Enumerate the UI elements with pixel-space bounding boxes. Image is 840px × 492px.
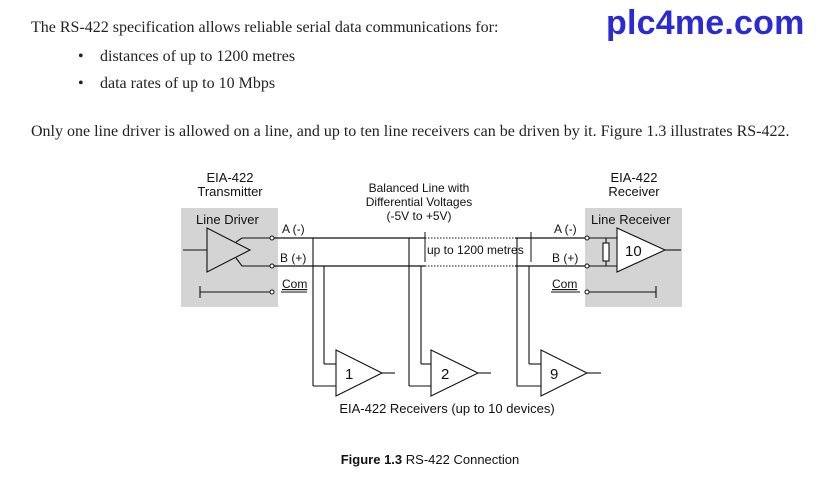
terminal-com-left <box>269 289 275 295</box>
bullet-icon: • <box>78 75 84 92</box>
list-item: • distances of up to 1200 metres <box>78 47 295 74</box>
transmitter-box <box>181 208 278 307</box>
line-receiver-label: Line Receiver <box>591 212 671 227</box>
bullet-list: • distances of up to 1200 metres • data ra… <box>78 47 295 101</box>
b-right-label: B (+) <box>552 251 578 265</box>
figure-title: RS-422 Connection <box>405 452 520 467</box>
line-voltage-label: (-5V to +5V) <box>386 209 451 223</box>
receiver-9-icon <box>540 349 589 397</box>
receiver-1-label: 1 <box>345 366 353 383</box>
paragraph-text: Only one line driver is allowed on a lin… <box>31 123 790 140</box>
receiver-number-label: 10 <box>625 243 642 260</box>
a-left-label: A (-) <box>282 222 305 236</box>
terminating-resistor-icon <box>602 242 610 262</box>
figure-label: Figure 1.3 <box>340 452 403 467</box>
terminal-b-left <box>269 263 275 269</box>
receiver-subtitle: Receiver <box>608 184 660 199</box>
terminal-a-left <box>269 235 275 241</box>
receiver-2-icon <box>430 349 480 397</box>
com-left-label: Com <box>282 277 307 291</box>
com-right-label: Com <box>552 277 577 291</box>
receiver-1-icon <box>335 349 384 397</box>
terminal-b-right <box>584 263 590 269</box>
bullet-text: data rates of up to 10 Mbps <box>100 75 276 92</box>
line-title: Balanced Line with <box>369 181 470 195</box>
line-subtitle: Differential Voltages <box>366 195 473 209</box>
brand-watermark: plc4me.com <box>606 4 805 42</box>
driver-a-wire <box>235 237 270 243</box>
receiver-title: EIA-422 <box>611 170 658 185</box>
distance-label: up to 1200 metres <box>427 243 524 257</box>
terminal-com-right <box>584 289 590 295</box>
terminal-a-right <box>584 235 590 241</box>
figure-caption: Figure 1.3 RS-422 Connection <box>0 452 840 467</box>
transmitter-subtitle: Transmitter <box>197 184 263 199</box>
b-left-label: B (+) <box>280 251 306 265</box>
bullet-icon: • <box>78 48 84 65</box>
line-receiver-icon <box>616 227 667 273</box>
a-right-label: A (-) <box>554 222 577 236</box>
driver-b-wire <box>235 257 270 267</box>
receiver-9-label: 9 <box>550 366 558 383</box>
receivers-caption: EIA-422 Receivers (up to 10 devices) <box>339 401 554 416</box>
list-item: • data rates of up to 10 Mbps <box>78 74 295 101</box>
line-driver-label: Line Driver <box>196 212 260 227</box>
receiver-2-label: 2 <box>441 366 449 383</box>
transmitter-title: EIA-422 <box>207 170 254 185</box>
intro-text: The RS-422 specification allows reliable… <box>31 19 499 36</box>
bullet-text: distances of up to 1200 metres <box>100 48 296 65</box>
